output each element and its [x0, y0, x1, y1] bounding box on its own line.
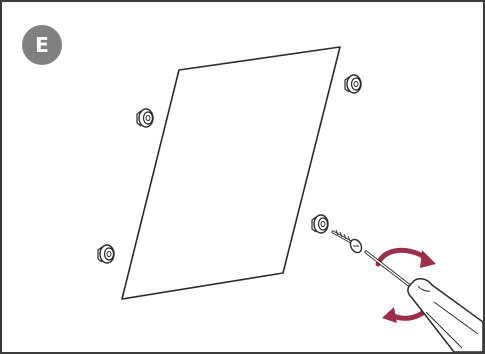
wall-anchor-icon: [344, 74, 362, 94]
wall-anchor-icon: [97, 244, 115, 264]
mounting-plate: [121, 46, 341, 300]
screwdriver-icon: [364, 250, 483, 352]
wall-anchor-icon: [311, 214, 329, 234]
wall-anchor-icon: [136, 108, 154, 128]
screw-icon: [331, 229, 363, 254]
step-badge: E: [22, 25, 62, 65]
